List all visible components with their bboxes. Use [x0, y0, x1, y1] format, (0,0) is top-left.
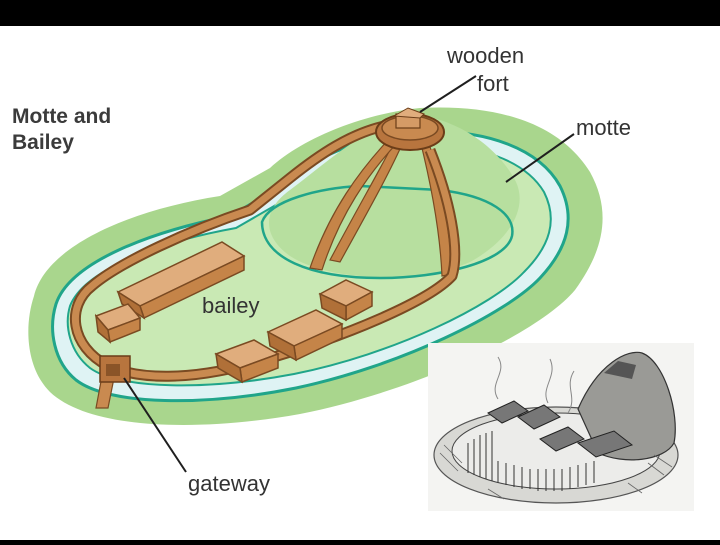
title-line-1: Motte and [12, 104, 111, 130]
label-wooden-fort-line2: fort [477, 72, 509, 96]
label-gateway: gateway [188, 472, 270, 496]
label-wooden-fort-line1: wooden [447, 44, 524, 68]
label-motte: motte [576, 116, 631, 140]
label-bailey: bailey [202, 294, 259, 318]
diagram-title: Motte and Bailey [12, 104, 111, 156]
title-line-2: Bailey [12, 130, 111, 156]
inset-sketch-image [428, 343, 694, 511]
